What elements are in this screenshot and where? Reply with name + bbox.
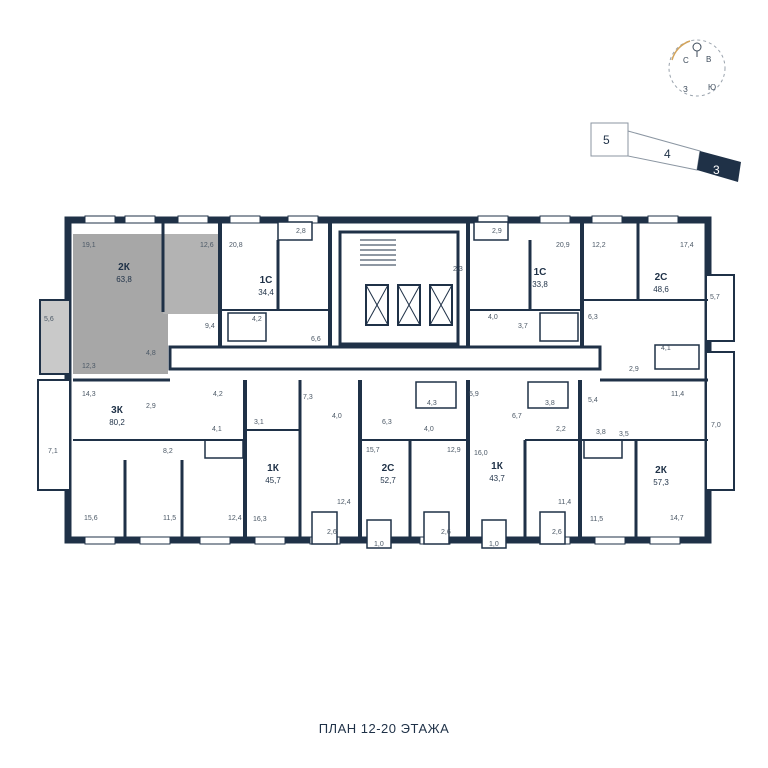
room-area: 2,2 xyxy=(556,426,566,433)
room-area: 2,8 xyxy=(296,228,306,235)
room-area: 3,1 xyxy=(254,419,264,426)
room-area-labels: 19,1 12,6 20,8 2,8 2,9 20,9 12,2 17,4 5,… xyxy=(44,228,721,548)
room-area: 12,9 xyxy=(447,447,461,454)
room-area: 3,8 xyxy=(545,400,555,407)
svg-text:45,7: 45,7 xyxy=(265,476,281,485)
svg-text:63,8: 63,8 xyxy=(116,275,132,284)
svg-text:2К: 2К xyxy=(118,262,131,273)
apartment-labels: 2К 63,8 1С 34,4 1С 33,8 2С 48,6 3К 80,2 … xyxy=(109,262,669,487)
room-area: 6,3 xyxy=(588,314,598,321)
room-area: 12,2 xyxy=(592,242,606,249)
room-area: 15,7 xyxy=(366,447,380,454)
svg-text:80,2: 80,2 xyxy=(109,418,125,427)
room-area: 5,9 xyxy=(469,391,479,398)
svg-text:2К: 2К xyxy=(655,465,668,476)
svg-text:48,6: 48,6 xyxy=(653,285,669,294)
room-area: 4,8 xyxy=(146,350,156,357)
key-plan: 5 4 3 xyxy=(590,122,741,182)
room-area: 2,9 xyxy=(146,403,156,410)
room-area: 15,6 xyxy=(84,515,98,522)
svg-text:2С: 2С xyxy=(655,272,668,283)
apartment-1k-45-7[interactable]: 1К 45,7 xyxy=(265,463,281,485)
compass-west-label: З xyxy=(683,85,688,94)
room-area: 2,6 xyxy=(441,529,451,536)
room-area: 11,4 xyxy=(671,391,684,398)
room-area: 2,9 xyxy=(492,228,502,235)
svg-text:34,4: 34,4 xyxy=(258,288,274,297)
apartment-1c-33-8[interactable]: 1С 33,8 xyxy=(532,267,548,289)
svg-text:52,7: 52,7 xyxy=(380,476,396,485)
room-area: 11,4 xyxy=(558,499,571,506)
room-area: 7,3 xyxy=(303,394,313,401)
key-plan-section-4[interactable]: 4 xyxy=(664,147,671,161)
room-area: 2,6 xyxy=(552,529,562,536)
building-walls xyxy=(37,215,735,549)
floor-title: ПЛАН 12-20 ЭТАЖА xyxy=(318,721,450,736)
room-area: 12,4 xyxy=(337,499,351,506)
key-plan-section-3-active[interactable]: 3 xyxy=(713,163,720,177)
room-area: 9,4 xyxy=(205,323,215,330)
room-area: 4,1 xyxy=(661,345,671,352)
svg-text:33,8: 33,8 xyxy=(532,280,548,289)
room-area: 11,5 xyxy=(590,516,603,523)
room-area: 4,1 xyxy=(212,426,222,433)
room-area: 8,2 xyxy=(163,448,173,455)
room-area: 12,4 xyxy=(228,515,242,522)
apartment-1c-34-4[interactable]: 1С 34,4 xyxy=(258,275,274,297)
room-area: 4,0 xyxy=(332,413,342,420)
room-area: 16,3 xyxy=(253,516,267,523)
svg-text:2С: 2С xyxy=(382,463,395,474)
room-area: 3,5 xyxy=(619,431,629,438)
room-area: 4,3 xyxy=(427,400,437,407)
room-area: 3,8 xyxy=(596,429,606,436)
svg-text:1С: 1С xyxy=(260,275,273,286)
svg-text:43,7: 43,7 xyxy=(489,474,505,483)
room-area: 20,9 xyxy=(556,242,570,249)
room-area: 20,8 xyxy=(229,242,243,249)
room-area: 17,4 xyxy=(680,242,694,249)
room-area: 2,3 xyxy=(453,266,463,273)
svg-text:1С: 1С xyxy=(534,267,547,278)
room-area: 19,1 xyxy=(82,242,96,249)
apartment-2c-52-7[interactable]: 2С 52,7 xyxy=(380,463,396,485)
room-area: 14,7 xyxy=(670,515,684,522)
apartment-1k-43-7[interactable]: 1К 43,7 xyxy=(489,461,505,483)
key-plan-section-5[interactable]: 5 xyxy=(603,133,610,147)
room-area: 4,0 xyxy=(488,314,498,321)
svg-text:1К: 1К xyxy=(267,463,280,474)
room-area: 1,0 xyxy=(374,541,384,548)
room-area: 7,0 xyxy=(711,422,721,429)
compass-south-label: Ю xyxy=(708,83,716,92)
room-area: 11,5 xyxy=(163,515,176,522)
room-area: 4,0 xyxy=(424,426,434,433)
apartment-2k-63-8[interactable]: 2К 63,8 xyxy=(116,262,132,284)
room-area: 5,4 xyxy=(588,397,598,404)
room-area: 16,0 xyxy=(474,450,488,457)
room-area: 3,7 xyxy=(518,323,528,330)
room-area: 14,3 xyxy=(82,391,96,398)
room-area: 5,6 xyxy=(44,316,54,323)
apartment-2c-48-6[interactable]: 2С 48,6 xyxy=(653,272,669,294)
svg-text:1К: 1К xyxy=(491,461,504,472)
room-area: 6,6 xyxy=(311,336,321,343)
room-area: 2,6 xyxy=(327,529,337,536)
apartment-3k-80-2[interactable]: 3К 80,2 xyxy=(109,405,125,427)
compass: С В Ю З xyxy=(668,39,726,97)
room-area: 6,7 xyxy=(512,413,522,420)
compass-north-label: С xyxy=(683,56,689,65)
room-area: 6,3 xyxy=(382,419,392,426)
svg-text:57,3: 57,3 xyxy=(653,478,669,487)
room-area: 12,6 xyxy=(200,242,214,249)
room-area: 4,2 xyxy=(213,391,223,398)
room-area: 2,9 xyxy=(629,366,639,373)
room-area: 4,2 xyxy=(252,316,262,323)
room-area: 7,1 xyxy=(48,448,58,455)
apartment-2k-57-3[interactable]: 2К 57,3 xyxy=(653,465,669,487)
room-area: 12,3 xyxy=(82,363,96,370)
room-area: 1,0 xyxy=(489,541,499,548)
compass-east-label: В xyxy=(706,55,711,64)
svg-text:3К: 3К xyxy=(111,405,124,416)
room-area: 5,7 xyxy=(710,294,720,301)
